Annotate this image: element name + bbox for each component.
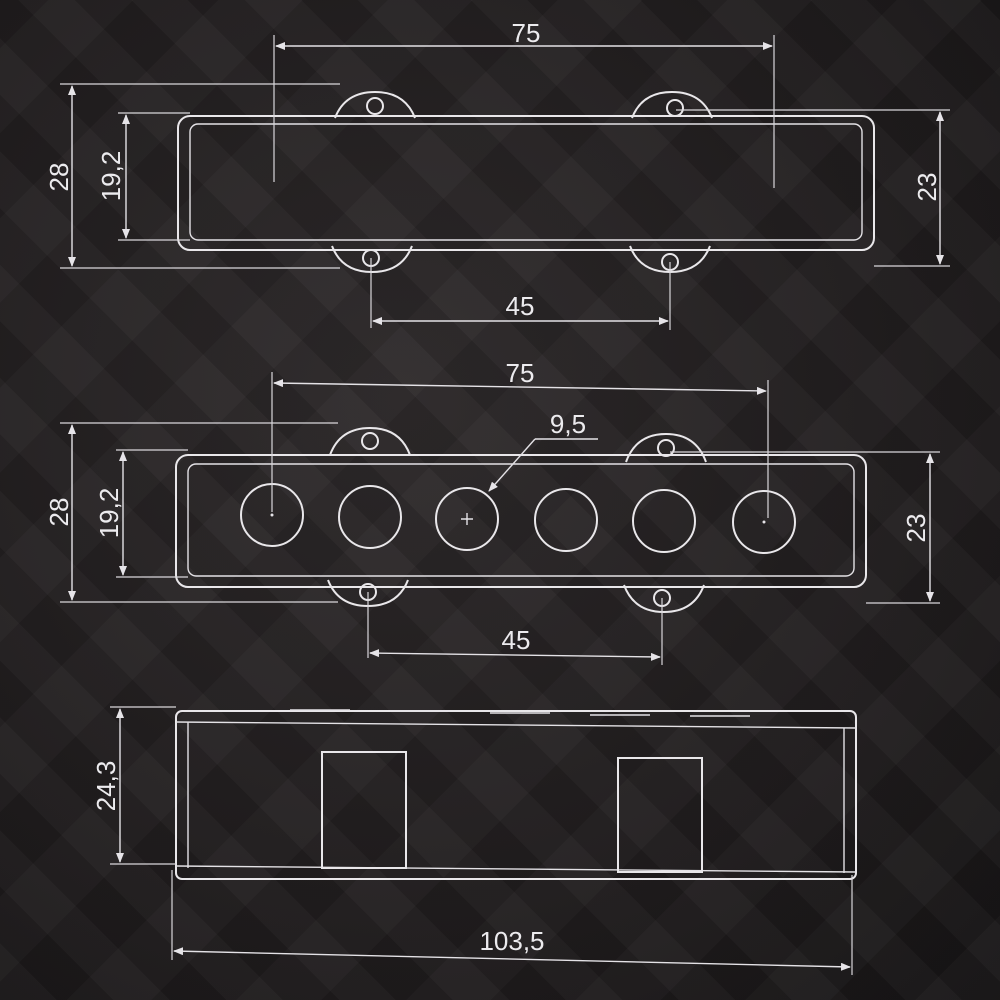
dim-line-103-5: [173, 947, 851, 971]
dim-label-28-pole: 28: [44, 498, 74, 527]
screw-hole-icon: [666, 99, 684, 117]
pole-view: 75 9,5 28 19,2 23 45: [44, 358, 940, 665]
dim-label-19-2-pole: 19,2: [94, 488, 124, 539]
center-mark-icon: [461, 513, 473, 525]
top-ear-top-right: [631, 90, 713, 119]
dim-label-23-top: 23: [912, 173, 942, 202]
pole-piece-2: [338, 485, 402, 549]
top-body-outer: [177, 115, 875, 251]
pole-piece-3: [435, 487, 499, 551]
top-body-inner: [189, 123, 863, 241]
dim-label-75-pole: 75: [506, 358, 535, 388]
pole-piece-4: [534, 488, 598, 552]
dim-label-75-top: 75: [512, 18, 541, 48]
top-ear-top-left: [334, 90, 416, 119]
pole-body-inner: [187, 463, 855, 577]
pole-piece-6: [732, 490, 796, 554]
side-body: [175, 710, 857, 880]
side-tab-right: [617, 757, 703, 873]
pole-ear-top-right: [625, 432, 707, 463]
dim-label-19-2-top: 19,2: [96, 151, 126, 202]
dim-label-45-pole: 45: [502, 625, 531, 655]
screw-hole-icon: [361, 432, 379, 450]
dim-label-23-pole: 23: [901, 514, 931, 543]
dim-line-75-pole: [273, 379, 767, 395]
dim-label-45-top: 45: [506, 291, 535, 321]
top-ear-bottom-left: [331, 245, 413, 274]
leader-line-9-5: [488, 438, 536, 492]
screw-hole-icon: [366, 97, 384, 115]
screw-hole-icon: [657, 439, 675, 457]
pole-body-outer: [175, 454, 867, 588]
dim-label-28-top: 28: [44, 163, 74, 192]
pole-ear-top-left: [329, 426, 411, 456]
side-view: 24,3 103,5: [91, 706, 857, 975]
dim-label-24-3: 24,3: [91, 761, 121, 812]
dim-label-103-5: 103,5: [479, 926, 544, 956]
pole-ear-bottom-right: [623, 584, 705, 614]
pole-piece-5: [632, 489, 696, 553]
side-tab-left: [321, 751, 407, 869]
dim-label-9-5: 9,5: [550, 409, 586, 439]
dim-line-45-pole: [369, 649, 661, 661]
top-view: 75 28 19,2 23 45: [44, 18, 950, 330]
